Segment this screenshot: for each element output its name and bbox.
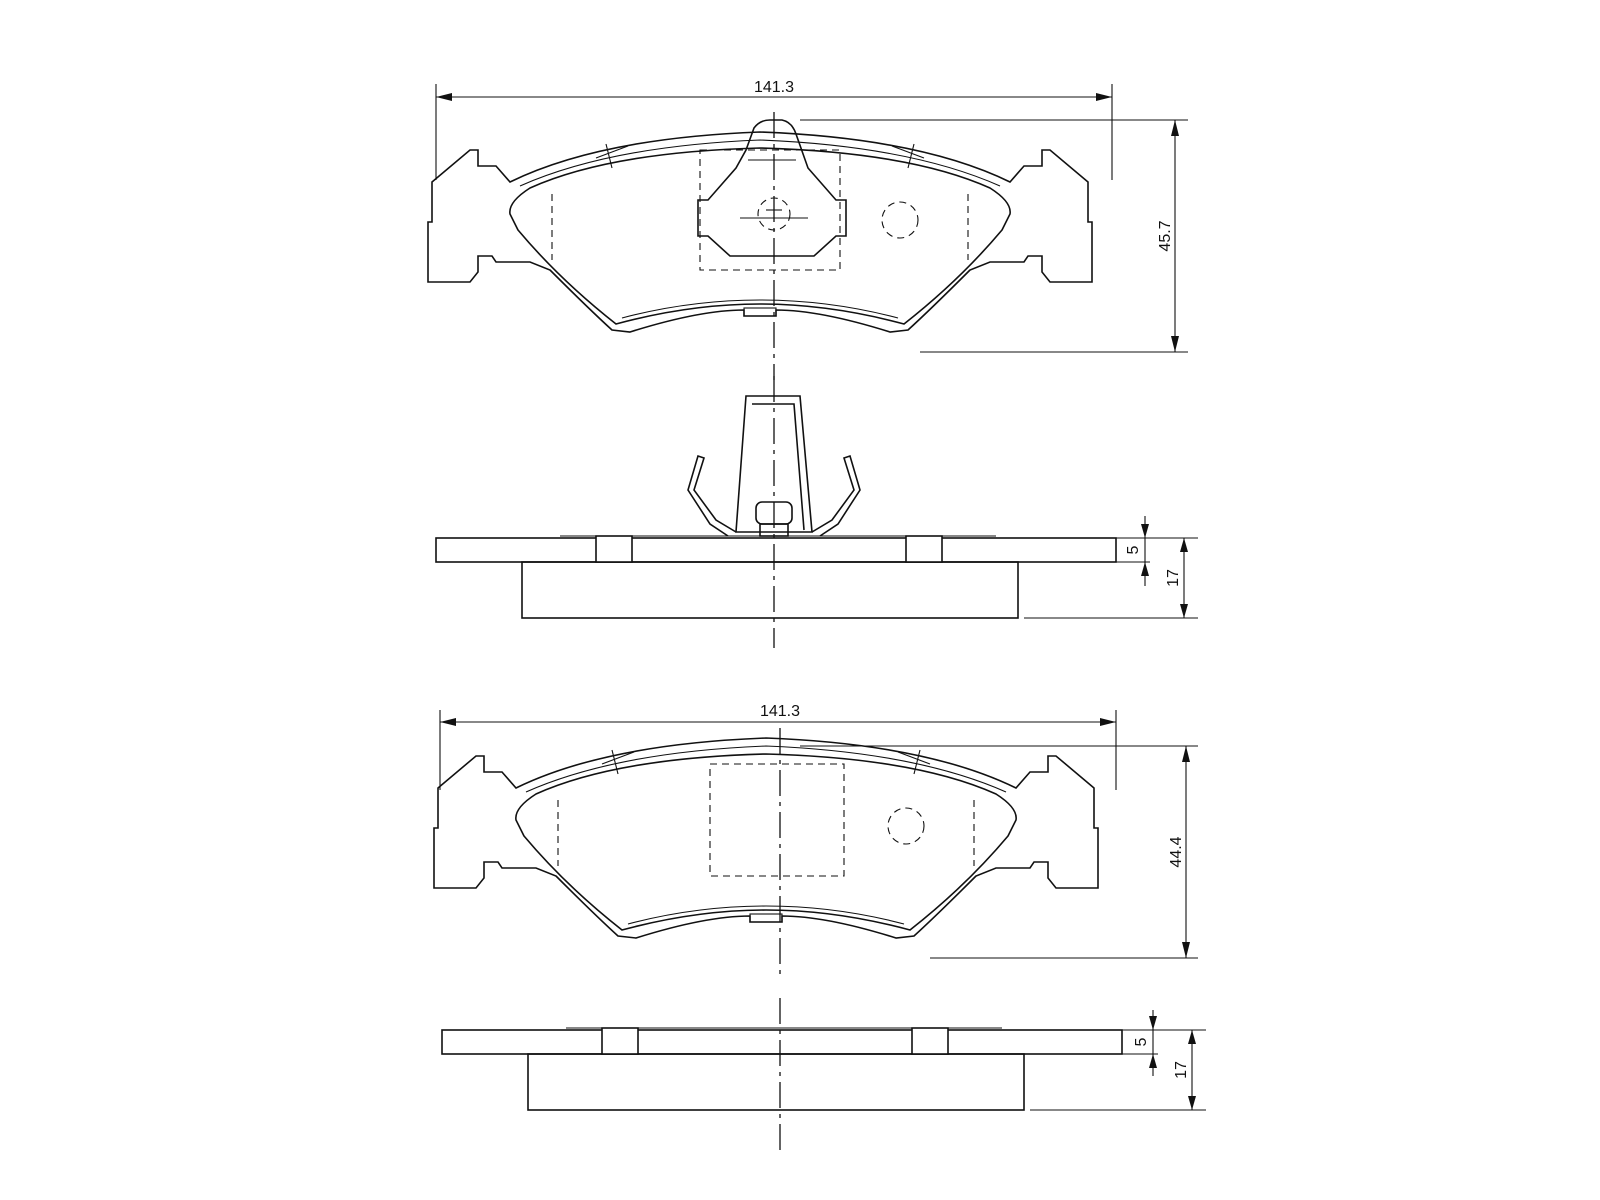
top-plan-view [427, 112, 1093, 380]
top-side-view [435, 376, 1117, 648]
height-label-top: 45.7 [1157, 220, 1174, 251]
dimension-height-top: 45.7 [800, 119, 1188, 353]
height-label-bottom: 44.4 [1168, 836, 1185, 867]
bottom-plan-view [433, 728, 1099, 976]
width-label-bottom: 141.3 [760, 703, 800, 720]
bottom-side-view [441, 998, 1123, 1156]
dimension-height-bottom: 44.4 [800, 745, 1198, 959]
dimension-width-bottom: 141.3 [439, 703, 1117, 790]
width-label-top: 141.3 [754, 79, 794, 96]
total-thickness-label-bottom: 17 [1173, 1061, 1190, 1079]
hidden-recess-bottom [709, 763, 845, 877]
dimension-thickness-bottom: 5 17 [1030, 1010, 1206, 1111]
plate-thickness-label-top: 5 [1125, 545, 1142, 554]
total-thickness-label-top: 17 [1165, 569, 1182, 587]
dimension-thickness-top: 5 17 [1024, 516, 1198, 619]
dimension-width-top: 141.3 [435, 79, 1113, 180]
plate-thickness-label-bottom: 5 [1133, 1037, 1150, 1046]
